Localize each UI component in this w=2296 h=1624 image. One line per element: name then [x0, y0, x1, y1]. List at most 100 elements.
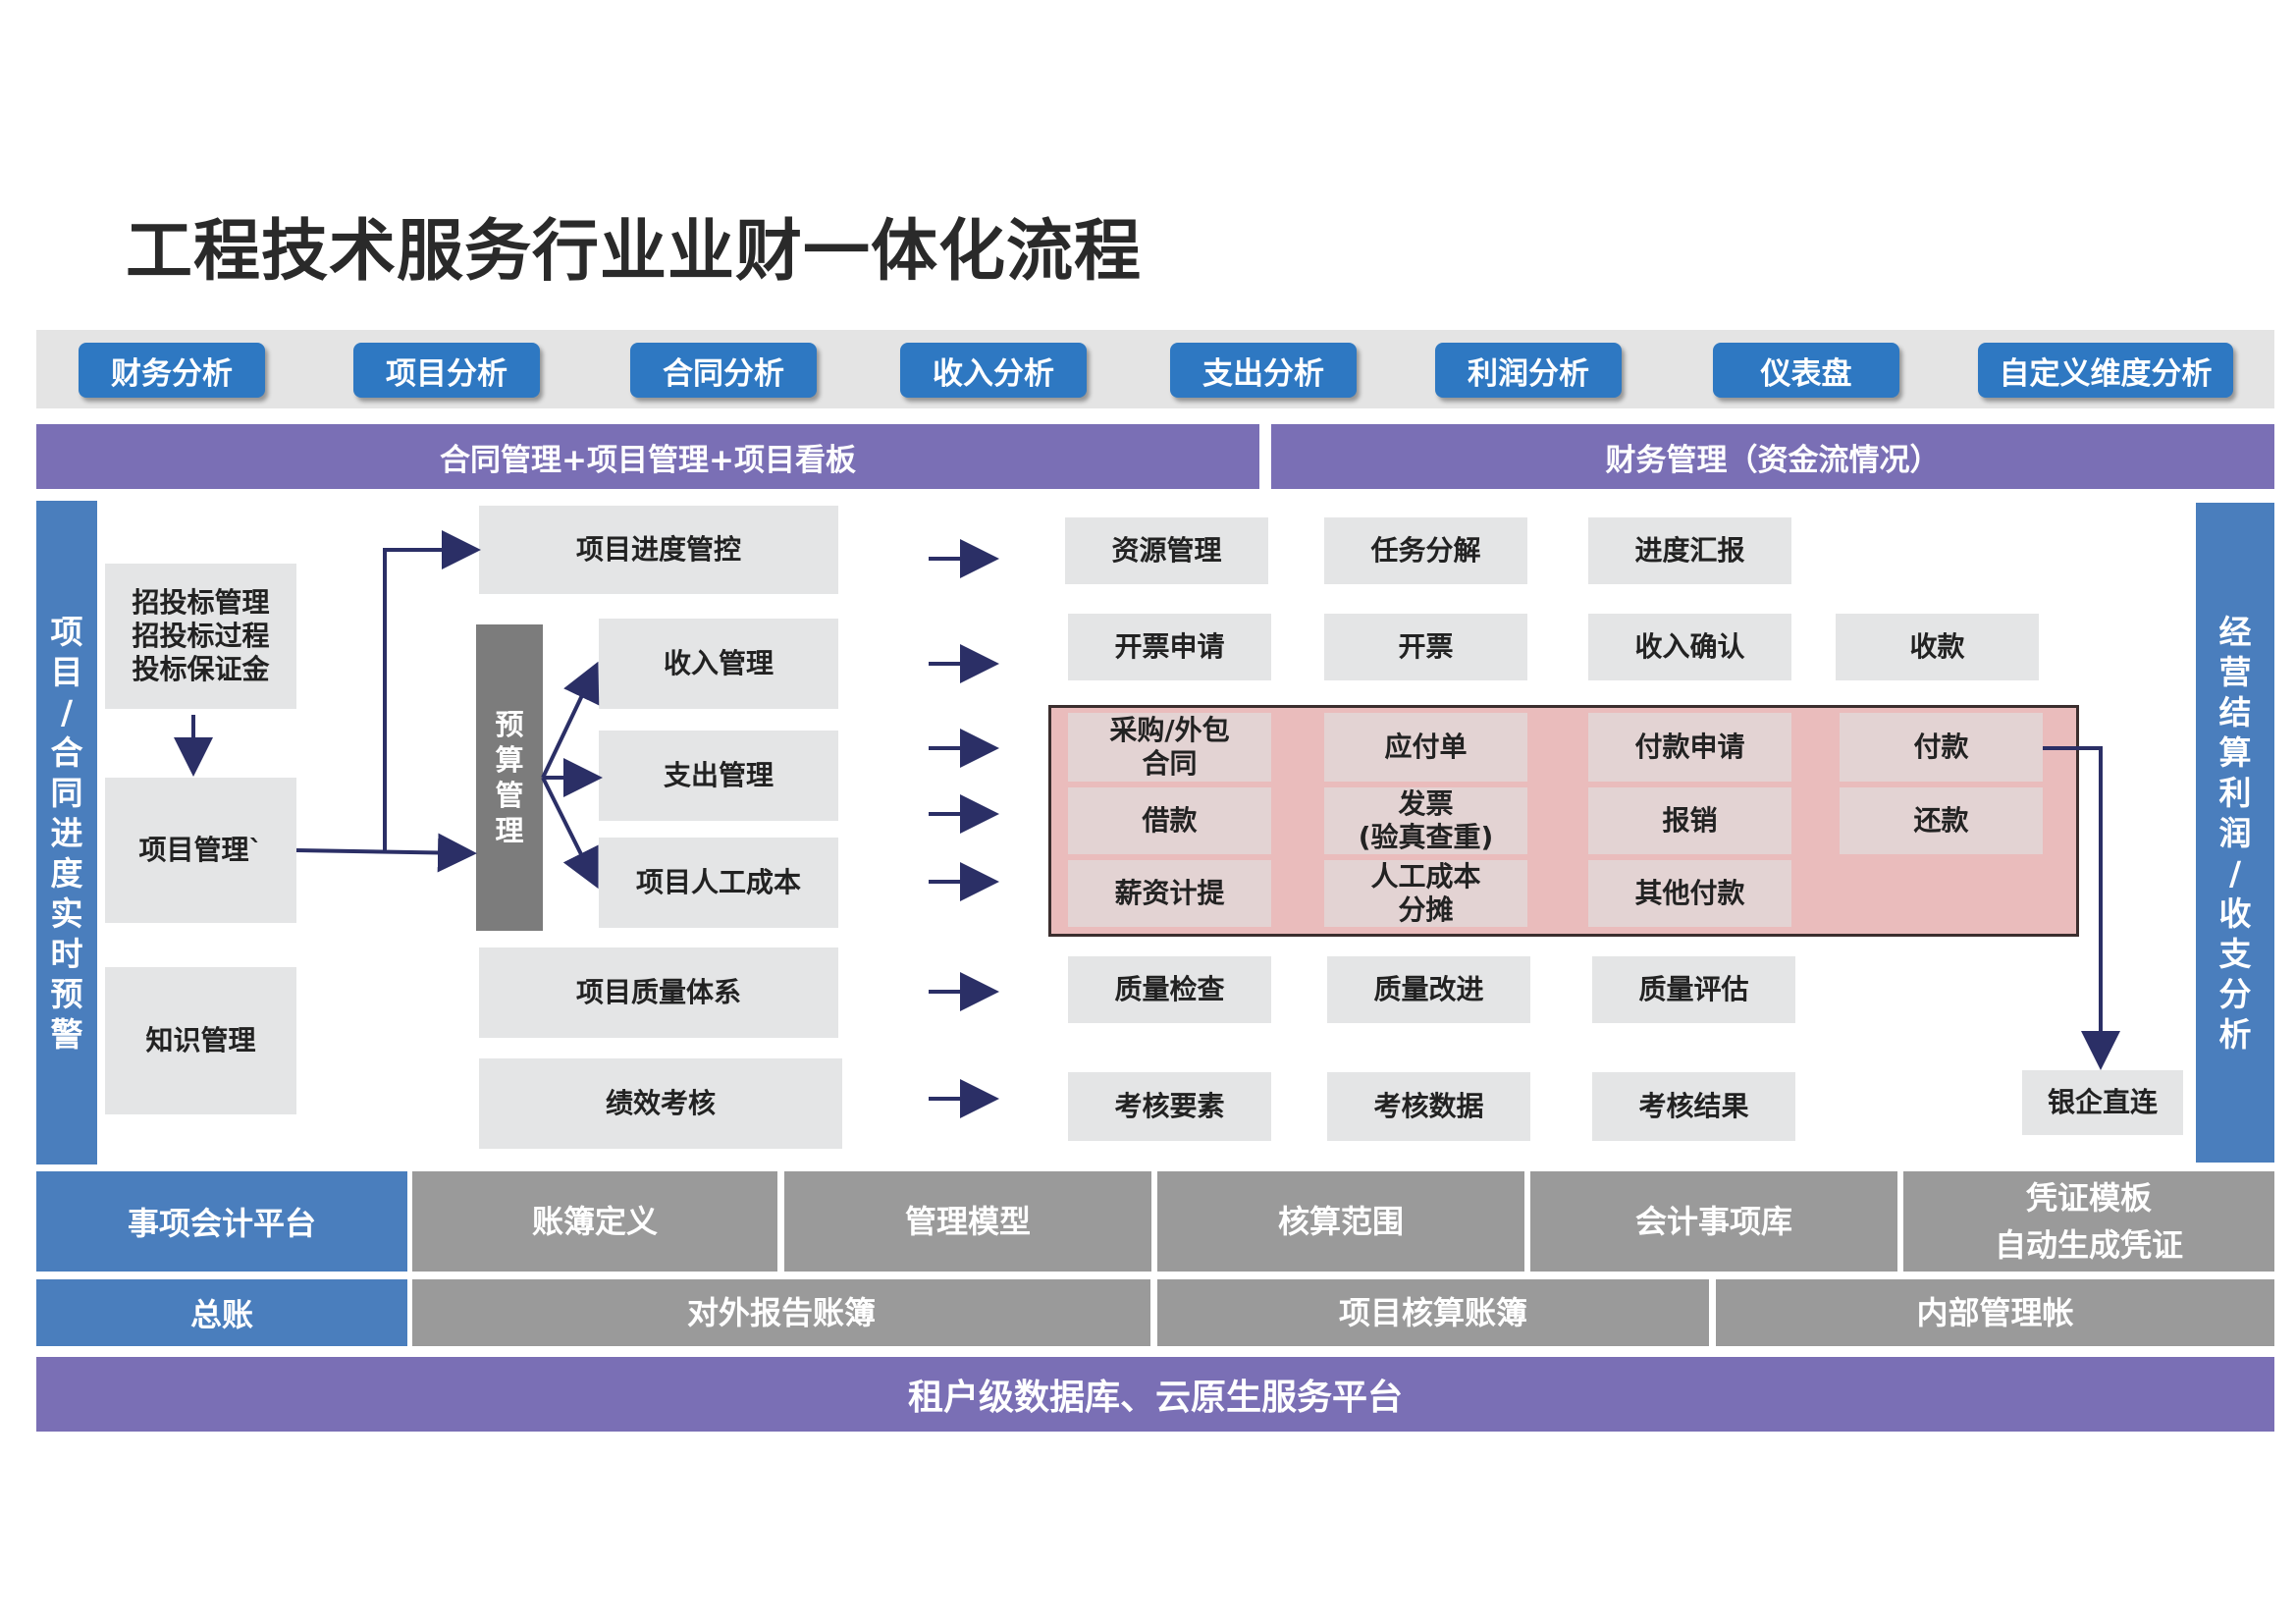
- project-management-box[interactable]: 项目管理`: [105, 778, 296, 923]
- repayment-box[interactable]: 还款: [1840, 787, 2043, 854]
- accounting-scope[interactable]: 核算范围: [1157, 1171, 1524, 1272]
- income-management-box[interactable]: 收入管理: [599, 619, 838, 709]
- vchar: 分: [2218, 974, 2252, 1013]
- other-payment-box[interactable]: 其他付款: [1588, 860, 1791, 927]
- vchar: 收: [2218, 893, 2252, 933]
- vchar: 合: [50, 732, 83, 772]
- expense-management-box[interactable]: 支出管理: [599, 731, 838, 821]
- vchar: 营: [2218, 652, 2252, 691]
- quality-improvement-box[interactable]: 质量改进: [1327, 956, 1530, 1023]
- project-progress-control-box[interactable]: 项目进度管控: [479, 506, 838, 594]
- progress-report-box[interactable]: 进度汇报: [1588, 517, 1791, 584]
- vchar: 理: [495, 814, 524, 847]
- labor-cost-allocation-box[interactable]: 人工成本 分摊: [1324, 860, 1527, 927]
- vchar: 算: [495, 743, 524, 777]
- tab-profit-analysis[interactable]: 利润分析: [1435, 343, 1622, 398]
- resource-management-box[interactable]: 资源管理: [1065, 517, 1268, 584]
- cell-line: 发票: [1398, 787, 1454, 820]
- vchar: 管: [495, 779, 524, 812]
- reimbursement-box[interactable]: 报销: [1588, 787, 1791, 854]
- assessment-results-box[interactable]: 考核结果: [1592, 1072, 1795, 1141]
- vchar: 润: [2218, 813, 2252, 852]
- vchar: 利: [2218, 773, 2252, 812]
- internal-management-ledger[interactable]: 内部管理帐: [1716, 1279, 2274, 1346]
- voucher-line: 自动生成凭证: [1994, 1226, 2183, 1264]
- arrow-project-to-budget: [295, 833, 477, 873]
- project-quality-system-box[interactable]: 项目质量体系: [479, 947, 838, 1038]
- vchar: 预: [495, 708, 524, 741]
- accounting-event-library[interactable]: 会计事项库: [1530, 1171, 1897, 1272]
- invoice-verification-box[interactable]: 发票 (验真查重): [1324, 787, 1527, 854]
- external-report-ledger[interactable]: 对外报告账簿: [412, 1279, 1150, 1346]
- general-ledger[interactable]: 总账: [36, 1279, 407, 1346]
- tab-project-analysis[interactable]: 项目分析: [353, 343, 540, 398]
- bidding-line: 投标保证金: [132, 653, 270, 685]
- vchar: 结: [2218, 692, 2252, 731]
- loan-box[interactable]: 借款: [1068, 787, 1271, 854]
- vchar: 同: [50, 773, 83, 812]
- event-accounting-platform[interactable]: 事项会计平台: [36, 1171, 407, 1272]
- tab-income-analysis[interactable]: 收入分析: [900, 343, 1087, 398]
- tab-expense-analysis[interactable]: 支出分析: [1170, 343, 1357, 398]
- arrow-payment-to-bank: [2043, 746, 2120, 1070]
- arrow-budget-to-income: [541, 661, 600, 779]
- bidding-management-box[interactable]: 招投标管理 招投标过程 投标保证金: [105, 564, 296, 709]
- voucher-template[interactable]: 凭证模板 自动生成凭证: [1903, 1171, 2274, 1272]
- page-title: 工程技术服务行业业财一体化流程: [126, 213, 1143, 291]
- vchar: 析: [2218, 1014, 2252, 1054]
- bidding-line: 招投标过程: [132, 620, 270, 652]
- payable-box[interactable]: 应付单: [1324, 713, 1527, 782]
- task-breakdown-box[interactable]: 任务分解: [1324, 517, 1527, 584]
- quality-inspection-box[interactable]: 质量检查: [1068, 956, 1271, 1023]
- vchar: 算: [2218, 732, 2252, 772]
- vchar: 实: [50, 893, 83, 933]
- arrow-budget-to-labor: [541, 777, 599, 890]
- vchar: 预: [50, 974, 83, 1013]
- vchar: 目: [50, 652, 83, 691]
- top-analysis-bar: 财务分析 项目分析 合同分析 收入分析 支出分析 利润分析 仪表盘 自定义维度分…: [36, 330, 2274, 408]
- project-accounting-ledger[interactable]: 项目核算账簿: [1157, 1279, 1709, 1346]
- payment-application-box[interactable]: 付款申请: [1588, 713, 1791, 782]
- assessment-data-box[interactable]: 考核数据: [1327, 1072, 1530, 1141]
- cell-line: (验真查重): [1358, 821, 1494, 853]
- left-vertical-project-alert: 项 目 / 合 同 进 度 实 时 预 警: [36, 501, 97, 1164]
- payment-box[interactable]: 付款: [1840, 713, 2043, 782]
- bank-enterprise-link-box[interactable]: 银企直连: [2022, 1070, 2183, 1135]
- cell-line: 人工成本: [1370, 860, 1481, 893]
- knowledge-management-box[interactable]: 知识管理: [105, 967, 296, 1114]
- foundation-platform: 租户级数据库、云原生服务平台: [36, 1357, 2274, 1432]
- quality-evaluation-box[interactable]: 质量评估: [1592, 956, 1795, 1023]
- budget-management-bar[interactable]: 预 算 管 理: [476, 624, 543, 931]
- section-header-contract-project: 合同管理+项目管理+项目看板: [36, 424, 1259, 489]
- vchar: 支: [2218, 934, 2252, 973]
- management-model[interactable]: 管理模型: [784, 1171, 1151, 1272]
- project-labor-cost-box[interactable]: 项目人工成本: [599, 838, 838, 928]
- tab-financial-analysis[interactable]: 财务分析: [79, 343, 265, 398]
- bidding-line: 招投标管理: [132, 586, 270, 619]
- invoice-application-box[interactable]: 开票申请: [1068, 614, 1271, 680]
- section-header-finance: 财务管理（资金流情况）: [1271, 424, 2274, 489]
- cell-line: 采购/外包: [1109, 714, 1230, 746]
- procurement-contract-box[interactable]: 采购/外包 合同: [1068, 713, 1271, 782]
- tab-contract-analysis[interactable]: 合同分析: [630, 343, 817, 398]
- performance-assessment-box[interactable]: 绩效考核: [479, 1058, 842, 1149]
- vchar: 度: [50, 853, 83, 893]
- salary-accrual-box[interactable]: 薪资计提: [1068, 860, 1271, 927]
- invoicing-box[interactable]: 开票: [1324, 614, 1527, 680]
- arrow-project-to-progress: [383, 530, 481, 850]
- tab-custom-dimension-analysis[interactable]: 自定义维度分析: [1978, 343, 2233, 398]
- vchar: /: [2228, 853, 2242, 893]
- tab-dashboard[interactable]: 仪表盘: [1713, 343, 1899, 398]
- collection-box[interactable]: 收款: [1836, 614, 2039, 680]
- cell-line: 合同: [1142, 747, 1198, 780]
- vchar: 时: [50, 934, 83, 973]
- vchar: /: [60, 692, 74, 731]
- vchar: 项: [50, 612, 83, 651]
- assessment-factors-box[interactable]: 考核要素: [1068, 1072, 1271, 1141]
- vchar: 进: [50, 813, 83, 852]
- cell-line: 分摊: [1398, 893, 1454, 926]
- ledger-definition[interactable]: 账簿定义: [412, 1171, 777, 1272]
- right-vertical-settlement-analysis: 经 营 结 算 利 润 / 收 支 分 析: [2196, 503, 2274, 1163]
- income-confirmation-box[interactable]: 收入确认: [1588, 614, 1791, 680]
